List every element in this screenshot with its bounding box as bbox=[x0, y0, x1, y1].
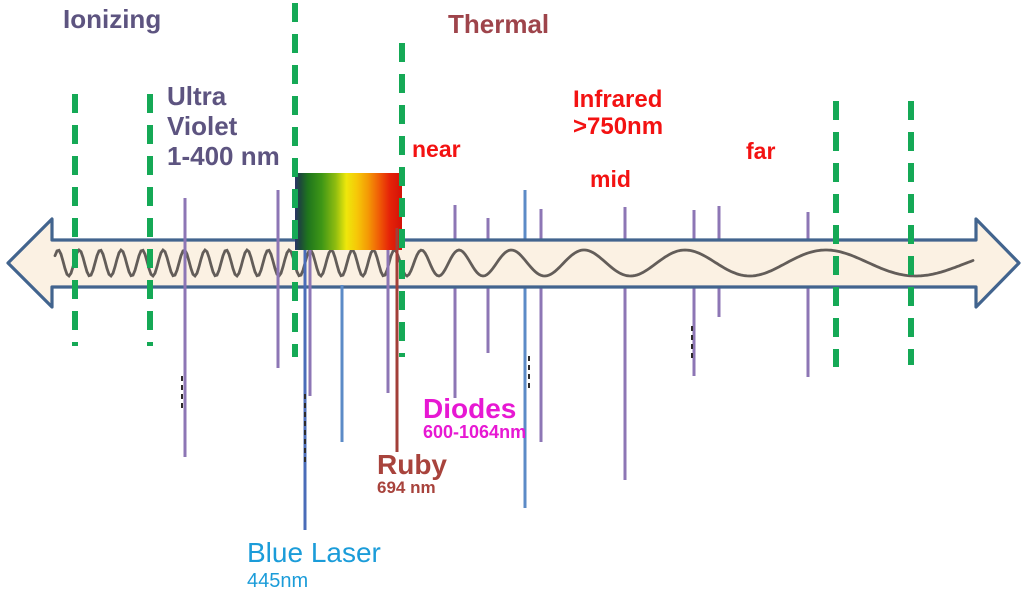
marker-lines-behind bbox=[453, 190, 810, 508]
marker-lines-front bbox=[183, 190, 390, 457]
blue-laser-callout: Blue Laser 445nm bbox=[236, 530, 381, 598]
label-diodes-title: Diodes bbox=[423, 393, 517, 424]
label-diodes: Diodes 600-1064nm bbox=[423, 393, 527, 442]
label-infrared-far: far bbox=[746, 138, 776, 164]
label-infrared-line1: Infrared bbox=[573, 86, 663, 113]
blue-laser-wavelength: 445nm bbox=[247, 570, 309, 592]
label-infrared: Infrared >750nm bbox=[573, 86, 663, 140]
label-ultraviolet-line2: Violet bbox=[167, 111, 238, 141]
em-wave bbox=[53, 247, 975, 279]
label-ruby-wavelength: 694 nm bbox=[377, 478, 436, 497]
green-dashed-boundaries bbox=[72, 3, 914, 367]
label-infrared-near: near bbox=[412, 136, 461, 162]
label-ionizing: Ionizing bbox=[63, 4, 162, 34]
label-infrared-mid: mid bbox=[590, 166, 631, 192]
label-ruby-title: Ruby bbox=[377, 449, 447, 480]
tick-dashes bbox=[181, 326, 693, 462]
label-ultraviolet: Ultra Violet 1-400 nm bbox=[167, 81, 280, 171]
label-infrared-range: >750nm bbox=[573, 113, 664, 140]
label-ultraviolet-range: 1-400 nm bbox=[167, 141, 280, 171]
label-thermal: Thermal bbox=[448, 9, 550, 39]
label-diodes-range: 600-1064nm bbox=[423, 422, 527, 442]
blue-laser-title: Blue Laser bbox=[247, 537, 381, 568]
spectrum-arrow bbox=[6, 217, 1021, 309]
label-ultraviolet-line1: Ultra bbox=[167, 81, 227, 111]
visible-spectrum-block bbox=[295, 173, 402, 250]
label-ruby: Ruby 694 nm bbox=[377, 449, 447, 497]
